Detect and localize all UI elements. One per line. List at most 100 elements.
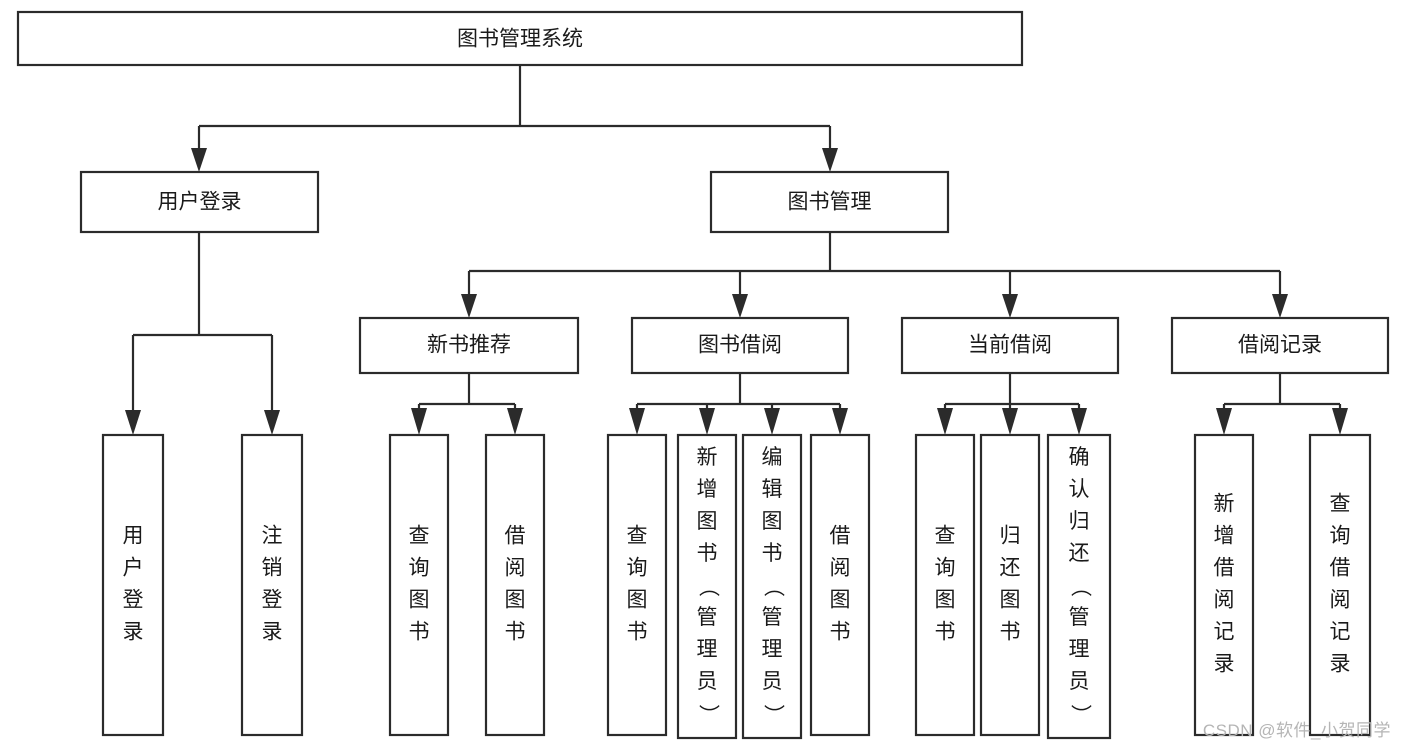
node-new-book-recommend[interactable]: 新书推荐 [358, 316, 580, 375]
vertical-glyph: 还 [1000, 557, 1021, 580]
node-nb-query-book[interactable] [388, 433, 450, 737]
vertical-glyph: 理 [697, 638, 718, 661]
vertical-glyph: 图 [830, 589, 851, 612]
vertical-glyph: 员 [697, 670, 718, 693]
node-nb-borrow-book-box[interactable] [484, 433, 546, 737]
node-root[interactable]: 图书管理系统 [16, 10, 1024, 67]
vertical-glyph: 图 [1000, 589, 1021, 612]
vertical-glyph: 借 [1330, 557, 1351, 580]
arrowhead-new-book-recommend [461, 294, 477, 318]
node-book-borrow-box[interactable] [630, 316, 850, 375]
node-book-borrow[interactable]: 图书借阅 [630, 316, 850, 375]
vertical-glyph: 增 [1214, 525, 1235, 548]
node-current-borrow[interactable]: 当前借阅 [900, 316, 1120, 375]
node-bb-query-book[interactable] [606, 433, 668, 737]
node-nb-query-book-box[interactable] [388, 433, 450, 737]
vertical-glyph: 编 [762, 446, 783, 469]
vertical-glyph: 询 [627, 557, 648, 580]
node-br-query-record-box[interactable] [1308, 433, 1372, 737]
connector-layer [125, 65, 1348, 435]
node-new-book-recommend-box[interactable] [358, 316, 580, 375]
node-nb-borrow-book[interactable] [484, 433, 546, 737]
node-cb-confirm-return-box[interactable] [1046, 433, 1112, 740]
vertical-glyph: 书 [1000, 621, 1021, 644]
vertical-glyph: 员 [762, 670, 783, 693]
node-br-add-record-box[interactable] [1193, 433, 1255, 737]
vertical-glyph: 图 [762, 510, 783, 533]
node-book-borrow-label: 图书借阅 [698, 334, 782, 357]
node-cb-query-book-box[interactable] [914, 433, 976, 737]
arrowhead-nb-query-book [411, 408, 427, 435]
node-user-login-leaf-box[interactable] [101, 433, 165, 737]
node-book-management[interactable]: 图书管理 [709, 170, 950, 234]
vertical-glyph: 询 [1330, 525, 1351, 548]
vertical-glyph: 注 [262, 525, 283, 548]
arrowhead-current-borrow [1002, 294, 1018, 318]
arrowhead-nb-borrow-book [507, 408, 523, 435]
vertical-glyph: 图 [627, 589, 648, 612]
vertical-glyph: 录 [1214, 653, 1235, 676]
vertical-glyph: 归 [1069, 510, 1090, 533]
node-borrow-records-box[interactable] [1170, 316, 1390, 375]
arrowhead-br-query-record [1332, 408, 1348, 435]
node-layer: 图书管理系统 用户登录 图书管理 新书推荐 图书借阅 [16, 10, 1390, 740]
vertical-glyph: 登 [123, 589, 144, 612]
vertical-glyph: 理 [762, 638, 783, 661]
node-bb-query-book-box[interactable] [606, 433, 668, 737]
vertical-glyph: （ [1068, 576, 1091, 597]
vertical-glyph: 书 [697, 542, 718, 565]
watermark-text: CSDN @软件_小贺同学 [1202, 721, 1391, 740]
node-book-management-label: 图书管理 [788, 191, 872, 214]
vertical-glyph: 查 [935, 525, 956, 548]
arrowhead-bb-borrow-book [832, 408, 848, 435]
vertical-glyph: 书 [935, 621, 956, 644]
vertical-glyph: 新 [1214, 493, 1235, 516]
node-bb-edit-book-box[interactable] [741, 433, 803, 740]
arrowhead-book-management [822, 148, 838, 172]
node-user-login-leaf-label: 用户登录 [123, 525, 144, 644]
vertical-glyph: 用 [123, 525, 144, 548]
node-user-login-leaf[interactable] [101, 433, 165, 737]
node-bb-borrow-book[interactable] [809, 433, 871, 737]
node-bb-borrow-book-box[interactable] [809, 433, 871, 737]
vertical-glyph: 书 [762, 542, 783, 565]
node-current-borrow-box[interactable] [900, 316, 1120, 375]
vertical-glyph: 询 [409, 557, 430, 580]
node-bb-add-book-box[interactable] [676, 433, 738, 740]
vertical-glyph: 认 [1069, 478, 1090, 501]
node-cb-confirm-return[interactable] [1046, 433, 1112, 740]
vertical-glyph: 书 [505, 621, 526, 644]
vertical-glyph: 阅 [830, 557, 851, 580]
node-br-add-record[interactable] [1193, 433, 1255, 737]
node-root-box[interactable] [16, 10, 1024, 67]
arrowhead-cb-query-book [937, 408, 953, 435]
node-user-login-box[interactable] [79, 170, 320, 234]
vertical-glyph: 录 [1330, 653, 1351, 676]
node-borrow-records[interactable]: 借阅记录 [1170, 316, 1390, 375]
node-user-logout-leaf[interactable] [240, 433, 304, 737]
node-cb-return-book[interactable] [979, 433, 1041, 737]
node-user-logout-leaf-box[interactable] [240, 433, 304, 737]
vertical-glyph: 理 [1069, 638, 1090, 661]
vertical-glyph: 图 [409, 589, 430, 612]
vertical-glyph: 录 [262, 621, 283, 644]
node-bb-add-book[interactable] [676, 433, 738, 740]
node-cb-query-book[interactable] [914, 433, 976, 737]
vertical-glyph: 归 [1000, 525, 1021, 548]
vertical-glyph: 阅 [1330, 589, 1351, 612]
node-bb-edit-book[interactable] [741, 433, 803, 740]
node-user-login[interactable]: 用户登录 [79, 170, 320, 234]
node-cb-return-book-box[interactable] [979, 433, 1041, 737]
node-book-management-box[interactable] [709, 170, 950, 234]
vertical-label-layer: 用户登录注销登录查询图书借阅图书查询图书新增图书（管理员）编辑图书（管理员）借阅… [123, 446, 1351, 725]
node-br-query-record[interactable] [1308, 433, 1372, 737]
vertical-glyph: 查 [1330, 493, 1351, 516]
